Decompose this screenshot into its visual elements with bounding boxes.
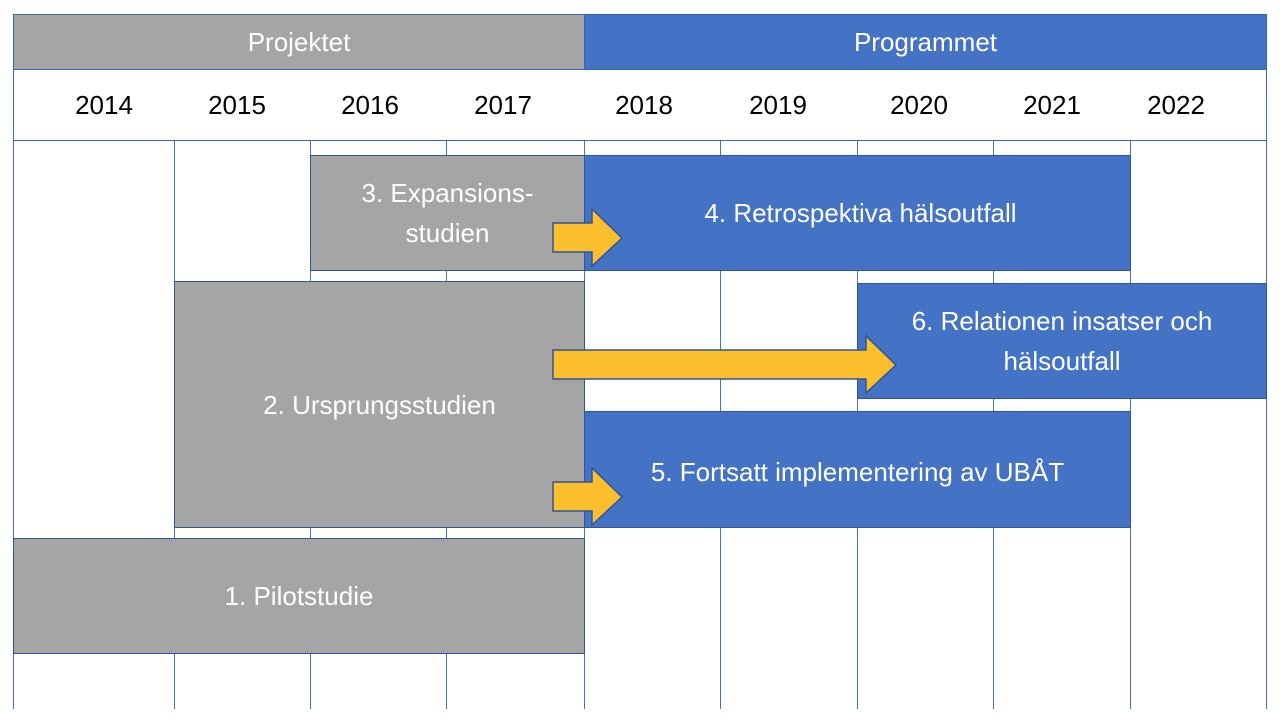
phase-1-pilotstudie: 1. Pilotstudie: [13, 538, 585, 654]
year-row: 2014 2015 2016 2017 2018 2019 2020 2021 …: [13, 69, 1267, 141]
grid-line: [13, 141, 14, 709]
year-2014: 2014: [75, 89, 133, 120]
arrow-2-to-6-icon: [552, 335, 898, 395]
year-2015: 2015: [208, 89, 266, 120]
program-header-label: Programmet: [853, 26, 998, 57]
phase-2-ursprungsstudien: 2. Ursprungsstudien: [174, 281, 585, 528]
grid-line: [1266, 141, 1267, 709]
project-header: Projektet: [13, 14, 585, 70]
phase-3-label-line2: studien: [405, 218, 490, 248]
year-2020: 2020: [890, 89, 948, 120]
project-header-label: Projektet: [247, 26, 351, 57]
phase-5-fortsatt-implementering: 5. Fortsatt implementering av UBÅT: [584, 411, 1131, 528]
phase-4-label: 4. Retrospektiva hälsoutfall: [704, 198, 1017, 228]
year-2017: 2017: [474, 89, 532, 120]
phase-3-expansionsstudien: 3. Expansions- studien: [310, 155, 585, 271]
arrow-3-to-4-icon: [552, 208, 624, 268]
program-header: Programmet: [584, 14, 1267, 70]
year-2016: 2016: [341, 89, 399, 120]
year-2019: 2019: [749, 89, 807, 120]
phase-1-label: 1. Pilotstudie: [224, 581, 374, 611]
year-2018: 2018: [615, 89, 673, 120]
phase-6-relationen: 6. Relationen insatser och hälsoutfall: [857, 283, 1267, 399]
phase-2-label: 2. Ursprungsstudien: [263, 389, 496, 420]
phase-4-retrospektiva: 4. Retrospektiva hälsoutfall: [584, 155, 1131, 271]
phase-6-label-line1: 6. Relationen insatser och: [911, 306, 1213, 336]
arrow-2-to-5-icon: [552, 467, 624, 527]
year-2022: 2022: [1147, 89, 1205, 120]
phase-6-label-line2: hälsoutfall: [1003, 346, 1121, 376]
year-2021: 2021: [1023, 89, 1081, 120]
phase-5-label: 5. Fortsatt implementering av UBÅT: [650, 457, 1065, 487]
phase-3-label-line1: 3. Expansions-: [361, 178, 534, 208]
